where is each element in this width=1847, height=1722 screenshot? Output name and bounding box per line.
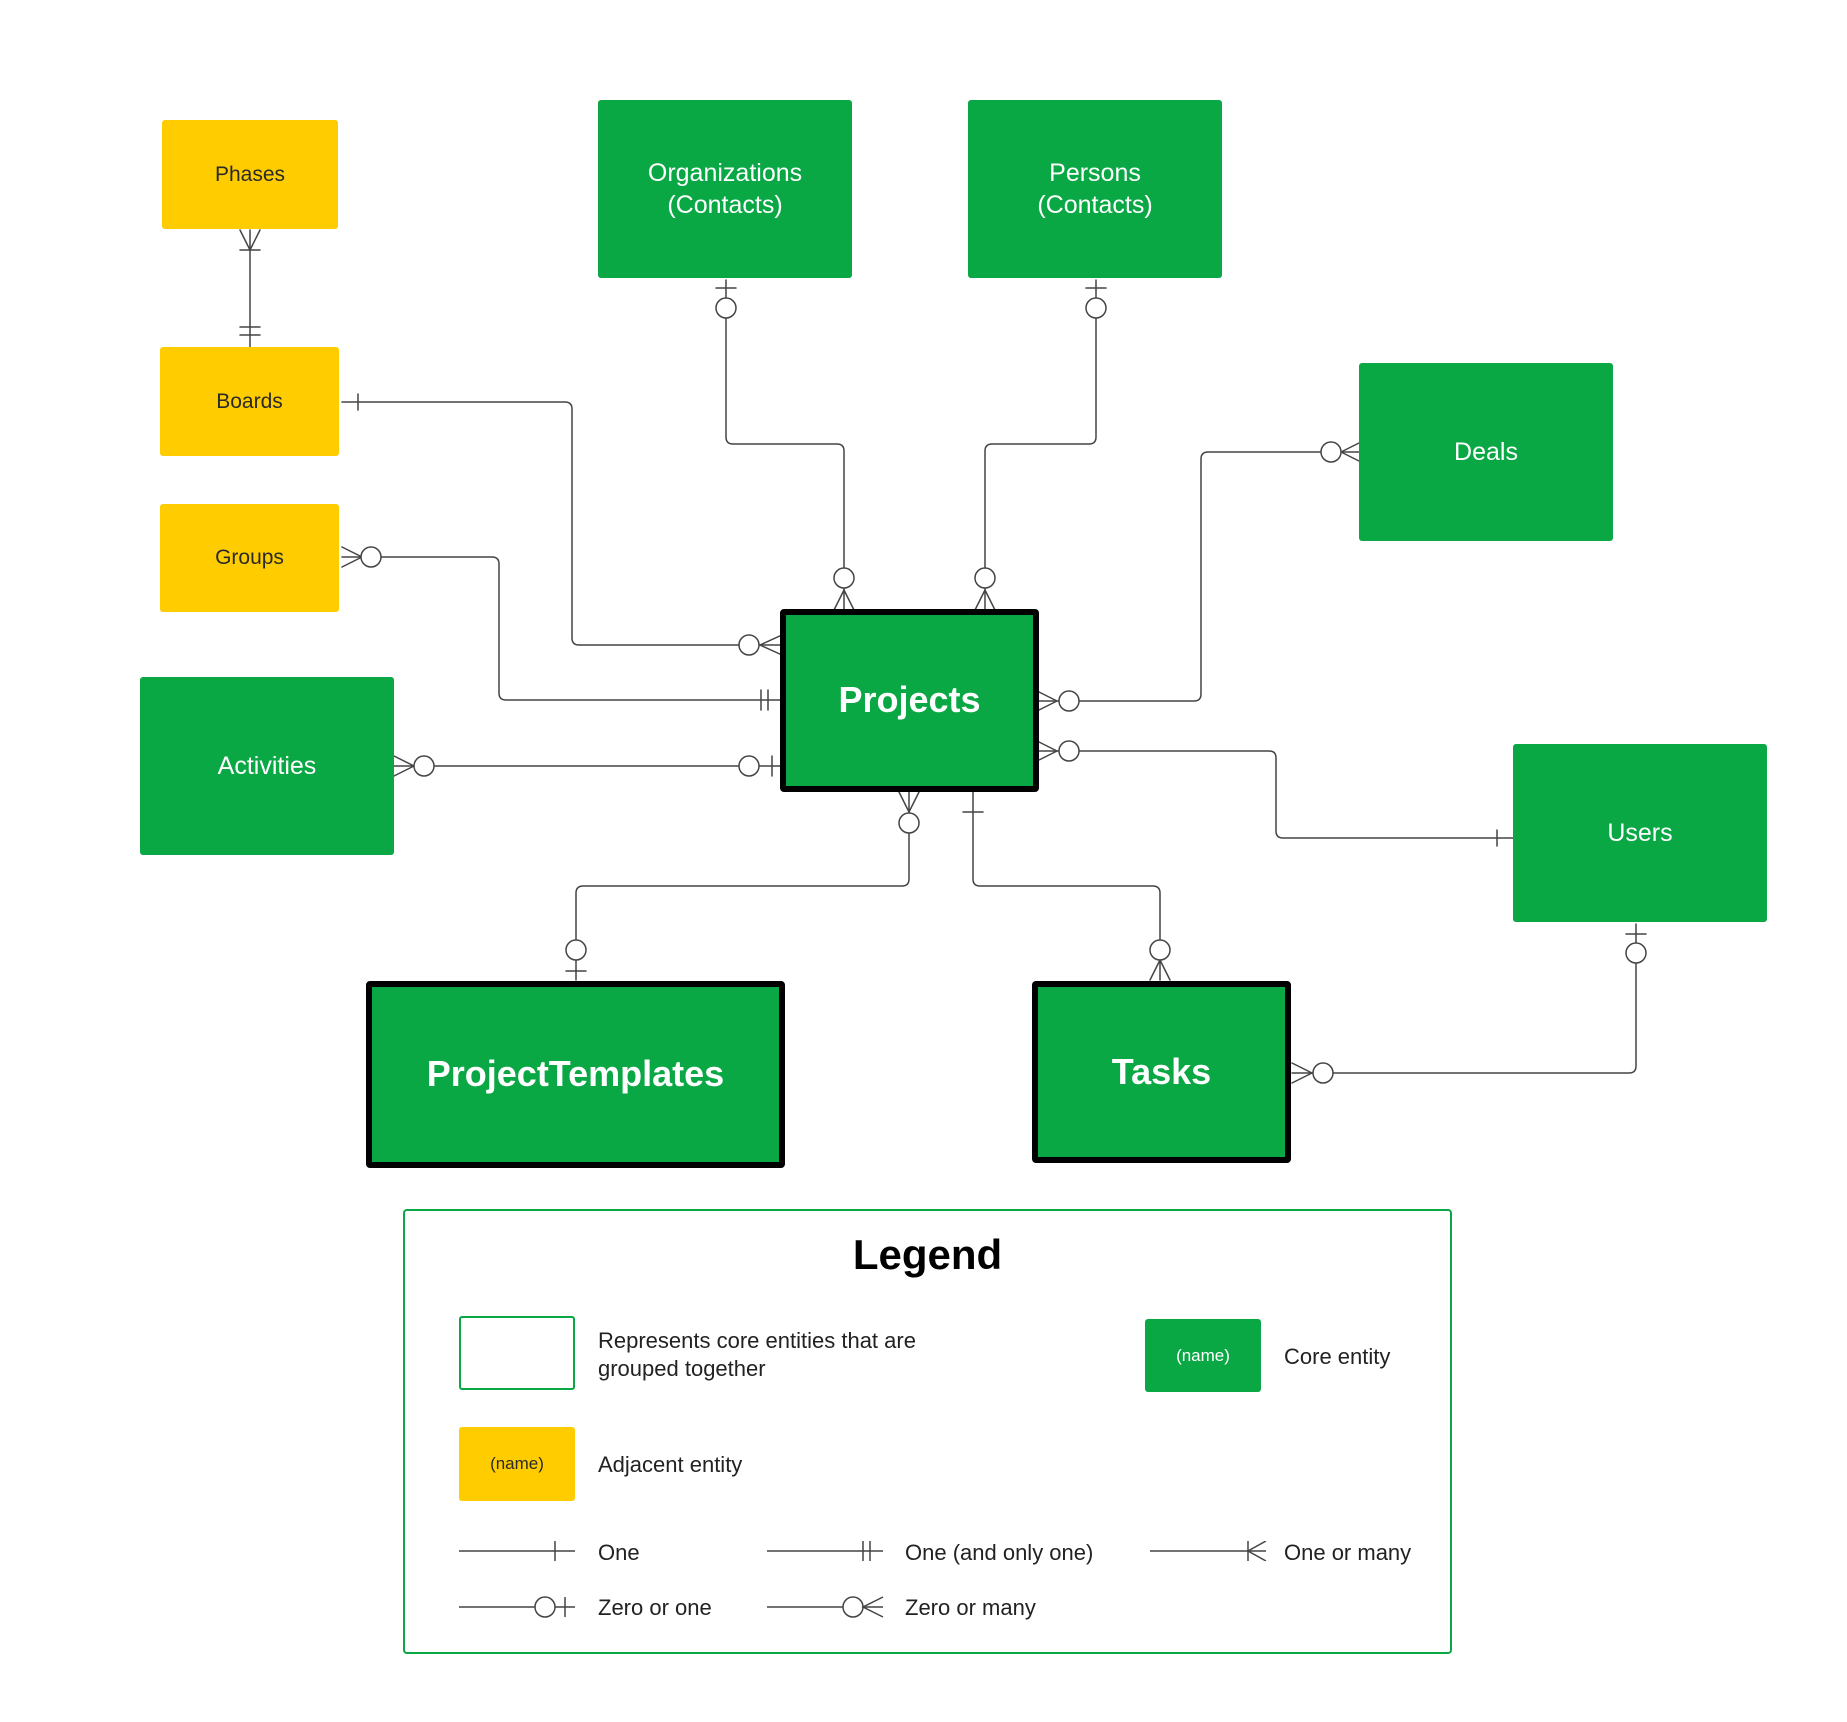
one-and-only-one-symbol <box>767 1541 883 1561</box>
rel-projects-tasks <box>962 791 1171 981</box>
entity-projects[interactable]: Projects <box>780 609 1039 792</box>
legend-adjacent-swatch: (name) <box>459 1427 575 1501</box>
legend-zero-or-many: Zero or many <box>905 1595 1036 1620</box>
one-symbol <box>459 1541 575 1561</box>
legend-one: One <box>598 1540 640 1565</box>
legend-panel: Legend Represents core entities that are… <box>403 1209 1452 1654</box>
entity-activities[interactable]: Activities <box>140 677 394 855</box>
rel-persons-projects <box>974 279 1107 611</box>
entity-project-templates[interactable]: ProjectTemplates <box>366 981 785 1168</box>
rel-boards-projects <box>341 393 783 656</box>
legend-adjacent-desc: Adjacent entity <box>598 1452 743 1477</box>
entity-groups[interactable]: Groups <box>160 504 339 612</box>
legend-title: Legend <box>852 1231 1003 1278</box>
entity-persons[interactable]: Persons (Contacts) <box>968 100 1222 278</box>
rel-projects-templates <box>565 791 920 981</box>
legend-group-swatch <box>459 1316 575 1390</box>
legend-one-or-many: One or many <box>1284 1540 1412 1565</box>
rel-phases-boards <box>239 229 261 348</box>
entity-tasks[interactable]: Tasks <box>1032 981 1291 1163</box>
rel-deals-projects <box>1036 441 1362 712</box>
entity-deals[interactable]: Deals <box>1359 363 1613 541</box>
rel-organizations-projects <box>715 279 855 611</box>
rel-activities-projects <box>393 755 783 777</box>
zero-or-one-symbol <box>459 1596 575 1618</box>
zero-or-many-symbol <box>767 1596 884 1618</box>
rel-users-tasks <box>1291 923 1647 1084</box>
legend-group-desc: Represents core entities that are groupe… <box>598 1328 916 1381</box>
legend-zero-or-one: Zero or one <box>598 1595 712 1620</box>
legend-core-desc: Core entity <box>1284 1344 1391 1369</box>
entity-users[interactable]: Users <box>1513 744 1767 922</box>
legend-core-swatch: (name) <box>1145 1319 1261 1392</box>
entity-phases[interactable]: Phases <box>162 120 338 229</box>
legend-one-and-only-one: One (and only one) <box>905 1540 1094 1565</box>
one-or-many-symbol <box>1150 1541 1267 1561</box>
rel-groups-projects <box>341 546 783 711</box>
rel-users-projects <box>1036 740 1514 847</box>
entity-organizations[interactable]: Organizations (Contacts) <box>598 100 852 278</box>
entity-boards[interactable]: Boards <box>160 347 339 456</box>
